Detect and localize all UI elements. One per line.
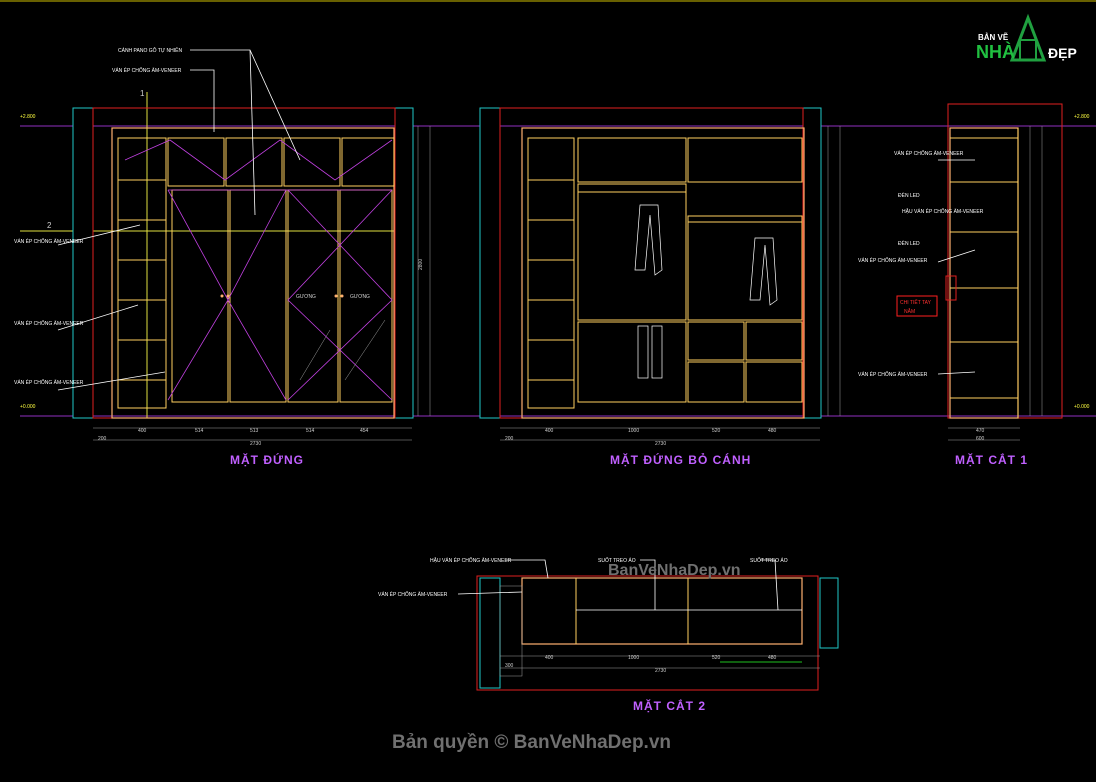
logo-dep: ĐẸP xyxy=(1048,45,1077,61)
logo-nha: NHÀ xyxy=(976,41,1015,62)
sec2-label-2: SUỐT TREO ÁO xyxy=(598,557,636,564)
sec1-redbox-0: CHI TIẾT TAY xyxy=(900,299,932,306)
open-total-dim: 2730 xyxy=(655,441,666,447)
front-label-1: VÁN ÉP CHỐNG ẨM-VENEER xyxy=(112,67,182,74)
front-dim-5: 454 xyxy=(360,428,369,434)
front-label-0: CÁNH PANO GỖ TỰ NHIÊN xyxy=(118,46,182,54)
front-dim-4: 514 xyxy=(306,428,315,434)
open-elevation[interactable]: 200 400 1000 520 480 2730 MẶT ĐỨNG BỎ CÁ… xyxy=(479,107,841,467)
sec1-label-5: VÁN ÉP CHỐNG ẨM-VENEER xyxy=(858,371,928,378)
section1-title: MẶT CẮT 1 xyxy=(955,452,1028,467)
front-label-4: VÁN ÉP CHỐNG ẨM-VENEER xyxy=(14,379,84,386)
level-label-top-left: +2.800 xyxy=(20,114,36,120)
section-marker-2: 2 xyxy=(47,221,52,230)
section2-title: MẶT CẮT 2 xyxy=(633,698,706,713)
sec1-label-3: ĐÈN LED xyxy=(898,240,920,247)
sec2-dim-1: 400 xyxy=(545,655,554,661)
sec1-redbox-1: NẮM xyxy=(904,307,915,315)
handle-detail-marker xyxy=(945,275,957,301)
sec1-label-0: VÁN ÉP CHỐNG ẨM-VENEER xyxy=(894,150,964,157)
sec2-dim-4: 480 xyxy=(768,655,777,661)
door-label-2: GƯƠNG xyxy=(350,294,370,300)
copyright-text: Bản quyền © BanVeNhaDep.vn xyxy=(392,732,671,753)
front-title: MẶT ĐỨNG xyxy=(230,452,304,467)
left-column xyxy=(117,137,167,409)
front-total-dim: 2730 xyxy=(250,441,261,447)
open-title: MẶT ĐỨNG BỎ CÁNH xyxy=(610,452,751,467)
sec2-dim-0: 300 xyxy=(505,663,514,669)
level-label-bottom-right: +0.000 xyxy=(1074,404,1090,410)
front-dim-0: 200 xyxy=(98,436,107,442)
open-dim-3: 520 xyxy=(712,428,721,434)
front-label-2: VÁN ÉP CHỐNG ẨM-VENEER xyxy=(14,238,84,245)
sec2-dim-3: 520 xyxy=(712,655,721,661)
door-label-1: GƯƠNG xyxy=(296,294,316,300)
front-height-dim: 2800 xyxy=(418,259,424,270)
front-dim-2: 514 xyxy=(195,428,204,434)
front-elevation[interactable]: GƯƠNG GƯƠNG 2800 200 400 514 513 514 454… xyxy=(14,46,431,467)
sec1-dim-1: 470 xyxy=(976,428,985,434)
open-dim-1: 400 xyxy=(545,428,554,434)
level-label-top-right: +2.800 xyxy=(1074,114,1090,120)
sec2-dim-2: 1000 xyxy=(628,655,639,661)
hanging-clothes-icon xyxy=(749,237,778,306)
section-marker-1: 1 xyxy=(140,89,145,98)
logo-line1: BẢN VẼ xyxy=(978,33,1009,42)
front-dim-1: 400 xyxy=(138,428,147,434)
sec1-label-2: HẬU VÁN ÉP CHỐNG ẨM-VENEER xyxy=(902,208,984,215)
sec2-label-3: SUỐT TREO ÁO xyxy=(750,557,788,564)
handle-detail-box xyxy=(896,295,938,317)
hanging-clothes-icon xyxy=(634,204,663,276)
open-frame xyxy=(521,127,805,419)
section-2[interactable]: 300 400 1000 520 480 2730 HẬU VÁN ÉP CHỐ… xyxy=(378,557,839,713)
open-dim-0: 200 xyxy=(505,436,514,442)
sec1-label-4: VÁN ÉP CHỐNG ẨM-VENEER xyxy=(858,257,928,264)
open-dim-2: 1000 xyxy=(628,428,639,434)
sec2-label-0: HẬU VÁN ÉP CHỐNG ẨM-VENEER xyxy=(430,557,512,564)
brand-logo: BẢN VẼ NHÀ ĐẸP xyxy=(976,13,1077,62)
front-dim-3: 513 xyxy=(250,428,259,434)
level-label-bottom-left: +0.000 xyxy=(20,404,36,410)
sec1-label-1: ĐÈN LED xyxy=(898,192,920,199)
sec2-label-1: VÁN ÉP CHỐNG ẨM-VENEER xyxy=(378,591,448,598)
wardrobe-frame xyxy=(111,127,395,419)
sec1-dim-0: 600 xyxy=(976,436,985,442)
door-1 xyxy=(171,189,229,403)
sec2-watermark: BanVeNhaDep.vn xyxy=(608,562,740,579)
front-label-3: VÁN ÉP CHỐNG ẨM-VENEER xyxy=(14,320,84,327)
wall-right xyxy=(394,107,414,419)
open-dim-4: 480 xyxy=(768,428,777,434)
wall-left xyxy=(72,107,94,419)
door-2 xyxy=(229,189,287,403)
section-1[interactable]: VÁN ÉP CHỐNG ẨM-VENEER ĐÈN LED HẬU VÁN É… xyxy=(858,103,1063,467)
sec2-total-dim: 2730 xyxy=(655,668,666,674)
